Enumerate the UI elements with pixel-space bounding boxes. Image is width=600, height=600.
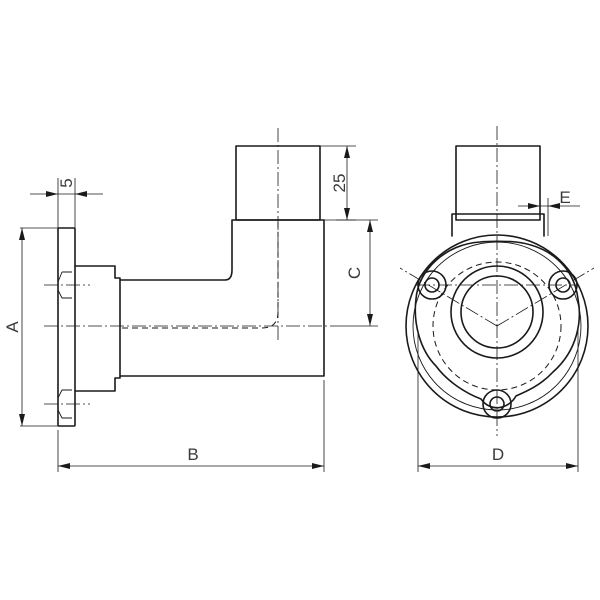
dimension-5: 5 bbox=[30, 178, 103, 228]
front-column bbox=[451, 213, 545, 237]
dimension-d: D bbox=[417, 330, 579, 472]
flange-plate bbox=[57, 227, 76, 427]
dimension-label-e: E bbox=[559, 188, 570, 207]
front-centre-radial-right bbox=[496, 267, 595, 327]
dimension-label-5: 5 bbox=[57, 178, 76, 187]
dimension-25: 25 bbox=[320, 145, 356, 221]
dimension-label-a: A bbox=[3, 321, 22, 333]
dimension-a: A bbox=[3, 227, 60, 427]
flange-boss bbox=[74, 265, 121, 392]
dimension-e: E bbox=[518, 188, 580, 236]
inner-bore bbox=[122, 222, 279, 329]
flange-hole-bottom bbox=[57, 389, 72, 419]
front-view bbox=[399, 126, 595, 436]
dimension-label-d: D bbox=[492, 445, 504, 464]
dimension-label-25: 25 bbox=[330, 174, 349, 193]
dimension-label-b: B bbox=[187, 445, 198, 464]
dimension-label-c: C bbox=[345, 267, 364, 279]
dimension-b: B bbox=[57, 380, 325, 472]
dimension-c: C bbox=[336, 219, 378, 327]
flange-hole-top bbox=[57, 271, 72, 299]
front-spigot bbox=[455, 145, 541, 221]
elbow-body bbox=[119, 219, 325, 377]
trilobe-boss bbox=[414, 240, 581, 409]
side-view bbox=[44, 128, 336, 427]
front-centre-radial-left bbox=[399, 267, 498, 327]
